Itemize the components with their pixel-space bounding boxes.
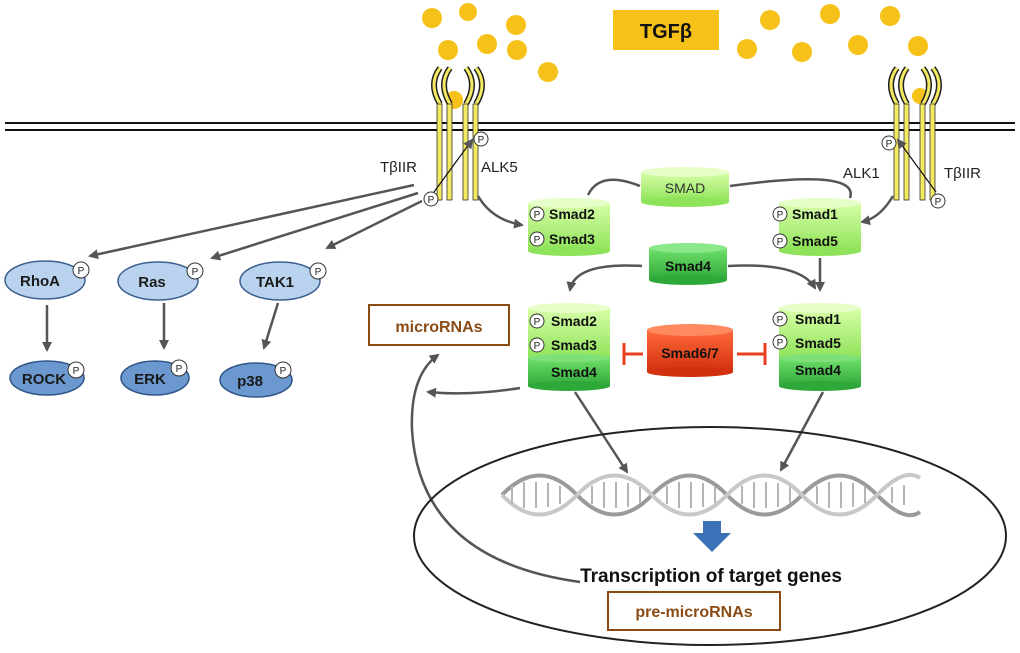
inhibition-bars bbox=[622, 343, 767, 365]
non-canonical-arrows bbox=[42, 183, 423, 352]
right-complex-1: Smad1 bbox=[795, 311, 841, 327]
svg-text:Smad6/7: Smad6/7 bbox=[661, 345, 719, 361]
svg-text:P: P bbox=[534, 210, 541, 221]
rhoa-node: RhoA P bbox=[4, 260, 90, 300]
canonical-arrows bbox=[410, 178, 895, 584]
svg-text:P: P bbox=[534, 235, 541, 246]
svg-text:P: P bbox=[176, 364, 183, 375]
inhibitory-smad: Smad6/7 bbox=[647, 324, 733, 377]
erk-node: ERK P bbox=[120, 359, 190, 396]
svg-text:P: P bbox=[315, 267, 322, 278]
svg-text:p38: p38 bbox=[237, 373, 263, 390]
svg-text:P: P bbox=[777, 315, 784, 326]
right-rsmad-stack: P P Smad1 Smad5 bbox=[772, 198, 861, 256]
p38-node: p38 P bbox=[219, 361, 293, 398]
right-smad-complex: P P Smad1 Smad5 Smad4 bbox=[772, 303, 861, 391]
svg-text:P: P bbox=[886, 139, 893, 150]
dna-helix-icon bbox=[500, 472, 922, 518]
svg-text:P: P bbox=[534, 317, 541, 328]
cell-membrane bbox=[5, 122, 1015, 131]
svg-text:P: P bbox=[777, 237, 784, 248]
pre-micrornas-box bbox=[607, 591, 781, 631]
svg-text:P: P bbox=[428, 195, 435, 206]
svg-text:TAK1: TAK1 bbox=[256, 274, 294, 291]
left-rsmad-1: Smad2 bbox=[549, 206, 595, 222]
alk5-label: ALK5 bbox=[481, 159, 518, 176]
svg-text:P: P bbox=[478, 135, 485, 146]
right-receptor-complex bbox=[888, 66, 942, 201]
svg-text:RhoA: RhoA bbox=[20, 273, 60, 290]
transcription-arrow-icon bbox=[693, 521, 731, 552]
left-rsmad-2: Smad3 bbox=[549, 231, 595, 247]
left-receptor-phospho: P P bbox=[423, 131, 489, 207]
right-complex-3: Smad4 bbox=[795, 362, 841, 378]
svg-text:ERK: ERK bbox=[134, 371, 166, 388]
svg-text:Smad4: Smad4 bbox=[665, 258, 711, 274]
left-complex-1: Smad2 bbox=[551, 313, 597, 329]
ras-node: Ras P bbox=[117, 261, 204, 301]
transcription-label: Transcription of target genes bbox=[580, 566, 842, 587]
micrornas-label: microRNAs bbox=[395, 319, 482, 336]
svg-text:P: P bbox=[935, 197, 942, 208]
left-complex-3: Smad4 bbox=[551, 364, 597, 380]
right-tbiir-label: TβIIR bbox=[944, 165, 981, 182]
svg-text:Ras: Ras bbox=[138, 274, 166, 291]
svg-text:P: P bbox=[534, 341, 541, 352]
micrornas-box bbox=[368, 304, 510, 346]
svg-text:P: P bbox=[280, 366, 287, 377]
rock-node: ROCK P bbox=[9, 360, 85, 396]
nucleus bbox=[413, 426, 1007, 646]
left-rsmad-stack: P P Smad2 Smad3 bbox=[528, 198, 610, 256]
left-tbiir-label: TβIIR bbox=[380, 159, 417, 176]
svg-text:P: P bbox=[192, 267, 199, 278]
svg-text:SMAD: SMAD bbox=[665, 180, 705, 196]
co-smad-smad4: Smad4 bbox=[649, 243, 727, 285]
svg-text:ROCK: ROCK bbox=[22, 371, 66, 388]
pre-micrornas-label: pre-microRNAs bbox=[635, 604, 752, 621]
right-rsmad-1: Smad1 bbox=[792, 206, 838, 222]
alk1-label: ALK1 bbox=[843, 165, 880, 182]
tgfb-ligand-dots bbox=[422, 3, 928, 109]
tgfb-label: TGFβ bbox=[640, 21, 692, 43]
svg-text:P: P bbox=[78, 266, 85, 277]
tgfb-label-box bbox=[613, 10, 719, 50]
right-rsmad-2: Smad5 bbox=[792, 233, 838, 249]
smad-generic: SMAD bbox=[641, 167, 729, 207]
left-smad-complex: P P Smad2 Smad3 Smad4 bbox=[528, 303, 610, 391]
right-complex-2: Smad5 bbox=[795, 335, 841, 351]
right-receptor-phospho: P P bbox=[881, 135, 946, 209]
tak1-node: TAK1 P bbox=[239, 261, 327, 301]
svg-text:P: P bbox=[777, 210, 784, 221]
svg-text:P: P bbox=[73, 366, 80, 377]
svg-text:P: P bbox=[777, 338, 784, 349]
left-complex-2: Smad3 bbox=[551, 337, 597, 353]
left-receptor-complex bbox=[431, 66, 485, 201]
